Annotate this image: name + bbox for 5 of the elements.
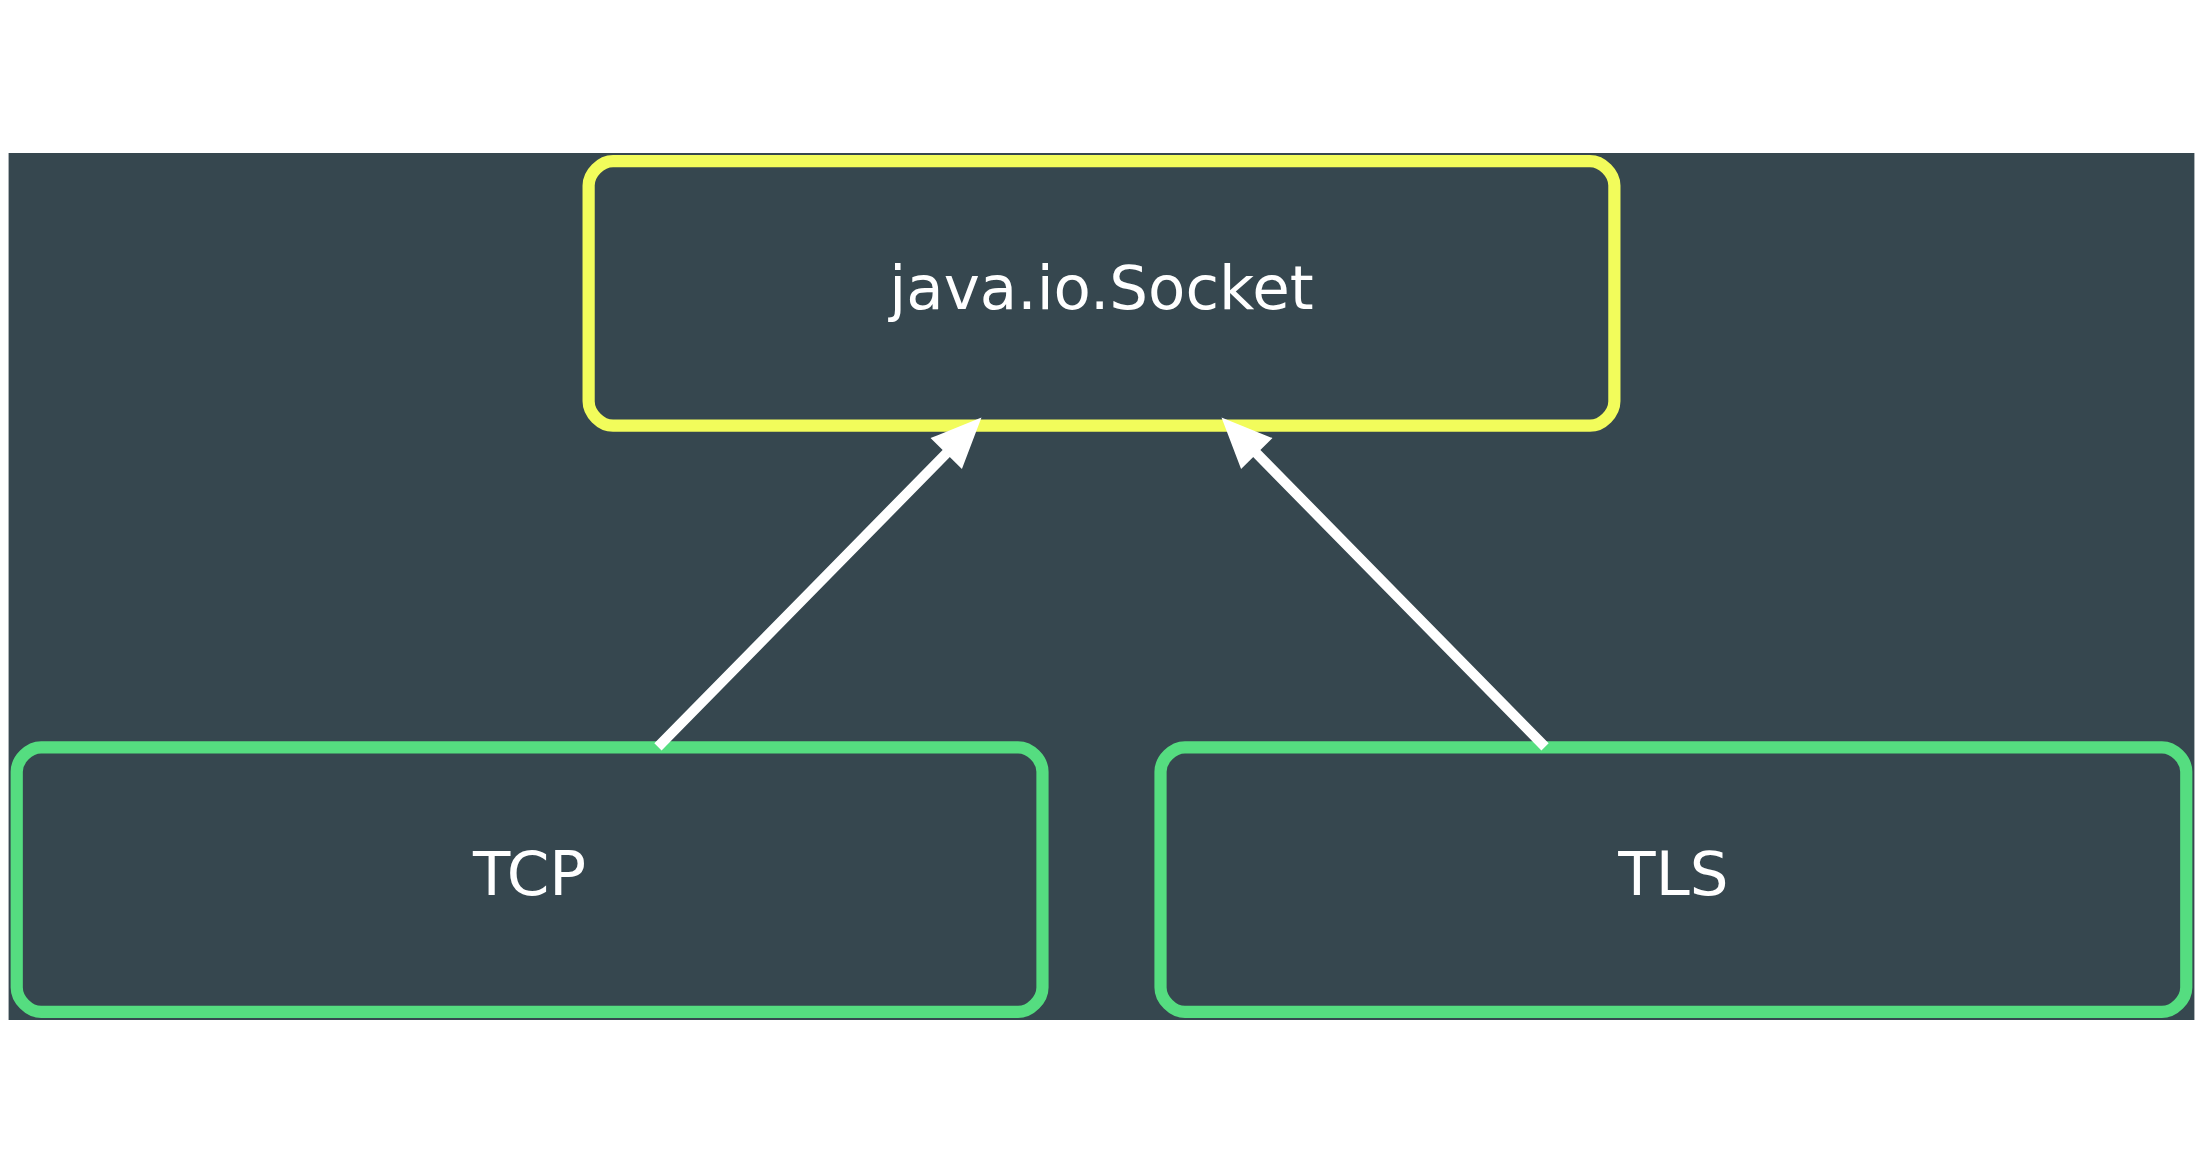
arrow [1221,417,1549,751]
node-box: TLS [1154,741,2193,1018]
arrow [654,417,982,751]
node-box: java.io.Socket [582,155,1621,432]
node-box: TCP [10,741,1049,1018]
